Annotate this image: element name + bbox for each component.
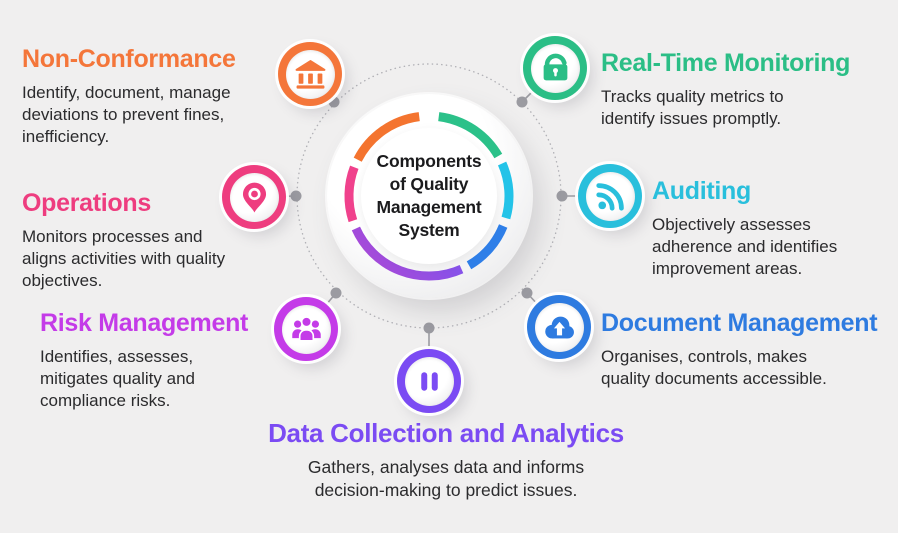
item-title: Risk Management (40, 309, 249, 337)
item-auditing: Auditing Objectively assesses adherence … (652, 177, 882, 280)
risk-management-badge (274, 297, 338, 361)
item-non-conformance: Non-Conformance Identify, document, mana… (22, 45, 284, 148)
item-description: Gathers, analyses data and informs decis… (307, 457, 585, 500)
hub-core: Components of Quality Management System (361, 128, 497, 264)
badge-inner (281, 304, 331, 354)
item-operations: Operations Monitors processes and aligns… (22, 189, 272, 292)
people-group-icon (291, 315, 321, 342)
auditing-badge (578, 164, 642, 228)
item-title: Operations (22, 189, 151, 217)
item-title: Data Collection and Analytics (268, 418, 624, 448)
ring-segment-orange (353, 112, 420, 162)
item-title: Non-Conformance (22, 45, 236, 73)
real-time-monitoring-badge (523, 36, 587, 100)
data-collection-badge (397, 349, 461, 413)
bank-icon (295, 59, 325, 89)
rss-icon (595, 182, 624, 211)
ring-segment-cyan (497, 161, 514, 220)
center-hub: Components of Quality Management System (327, 94, 531, 298)
operations-badge (222, 165, 286, 229)
item-real-time-monitoring: Real-Time Monitoring Tracks quality metr… (601, 49, 898, 130)
hub-title: Components of Quality Management System (376, 150, 482, 241)
badge-inner (585, 171, 635, 221)
badge-inner (404, 356, 454, 406)
ring-segment-purple (351, 226, 464, 281)
item-description: Monitors processes and aligns activities… (22, 227, 226, 290)
non-conformance-badge (278, 42, 342, 106)
item-description: Tracks quality metrics to identify issue… (601, 87, 784, 128)
cloud-upload-icon (544, 316, 574, 338)
padlock-icon (543, 53, 567, 80)
segmented-ring (344, 112, 514, 281)
item-title: Auditing (652, 177, 751, 205)
badge-inner (229, 172, 279, 222)
item-document-management: Document Management Organises, controls,… (601, 309, 896, 390)
badge-inner (530, 43, 580, 93)
item-title: Document Management (601, 309, 878, 337)
item-description: Identifies, assesses, mitigates quality … (40, 347, 195, 410)
item-data-collection-and-analytics: Data Collection and Analytics Gathers, a… (262, 418, 630, 501)
document-management-badge (527, 295, 591, 359)
ring-segment-pink (344, 165, 359, 223)
badge-inner (285, 49, 335, 99)
pause-icon (420, 371, 438, 391)
ring-segment-green (438, 112, 503, 159)
item-description: Identify, document, manage deviations to… (22, 83, 231, 146)
badge-inner (534, 302, 584, 352)
item-description: Organises, controls, makes quality docum… (601, 347, 827, 388)
location-pin-icon (242, 182, 266, 212)
item-title: Real-Time Monitoring (601, 49, 851, 77)
item-description: Objectively assesses adherence and ident… (652, 215, 838, 278)
item-risk-management: Risk Management Identifies, assesses, mi… (40, 309, 270, 412)
ring-segment-blue (466, 224, 508, 270)
